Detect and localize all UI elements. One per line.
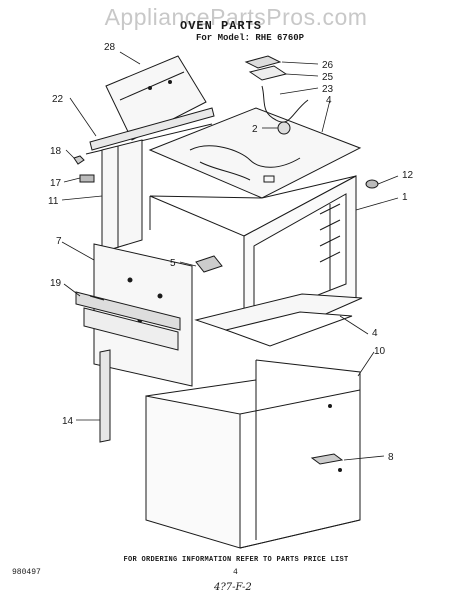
callout-19: 19 [50,278,62,289]
part-1-oven-cavity [149,175,357,333]
callout-1: 1 [402,192,408,203]
part-26-bracket [244,55,282,69]
callout-22: 22 [52,94,64,105]
callout-8: 8 [388,452,394,463]
callout-4-bottom: 4 [372,328,378,339]
part-19-rail [75,291,181,351]
callout-12: 12 [402,170,414,181]
part-4-bottom-panel [194,293,363,347]
watermark: AppliancePartsPros.com [104,4,368,30]
part-10-outer-wrapper [145,359,361,549]
callout-26: 26 [322,60,334,71]
callout-23: 23 [322,84,334,95]
page-number: 4 [233,568,238,577]
callout-14: 14 [62,416,74,427]
callout-25: 25 [322,72,334,83]
leader-lines [61,51,399,461]
diagram-title: OVEN PARTS [180,19,263,33]
part-4-top-panel [148,107,362,199]
callout-4-top: 4 [326,95,332,106]
part-25-plate [248,65,288,81]
part-5-bracket [195,255,223,273]
document-code: 980497 [12,568,41,577]
ordering-note: FOR ORDERING INFORMATION REFER TO PARTS … [123,556,349,564]
callout-2: 2 [252,124,258,135]
callout-7: 7 [56,236,62,247]
part-8-bracket [310,453,344,465]
part-11-side-panel [101,139,143,253]
part-14-strip [99,349,111,443]
part-17-clip [79,174,95,183]
callout-numbers: 28 26 25 23 4 22 2 18 12 17 1 11 7 5 19 … [48,42,414,463]
part-2-element [277,121,291,135]
part-28-back-panel [105,55,207,141]
part-23-tube [261,85,309,123]
callout-5: 5 [170,258,176,269]
part-18-nut [73,155,85,165]
callout-18: 18 [50,146,62,157]
callout-11: 11 [48,196,59,207]
callout-28: 28 [104,42,116,53]
part-12-knob [365,179,379,189]
model-line: For Model: RHE 6760P [196,33,305,43]
callout-10: 10 [374,346,386,357]
callout-17: 17 [50,178,62,189]
handwritten-note: 4?7-F-2 [214,582,252,593]
